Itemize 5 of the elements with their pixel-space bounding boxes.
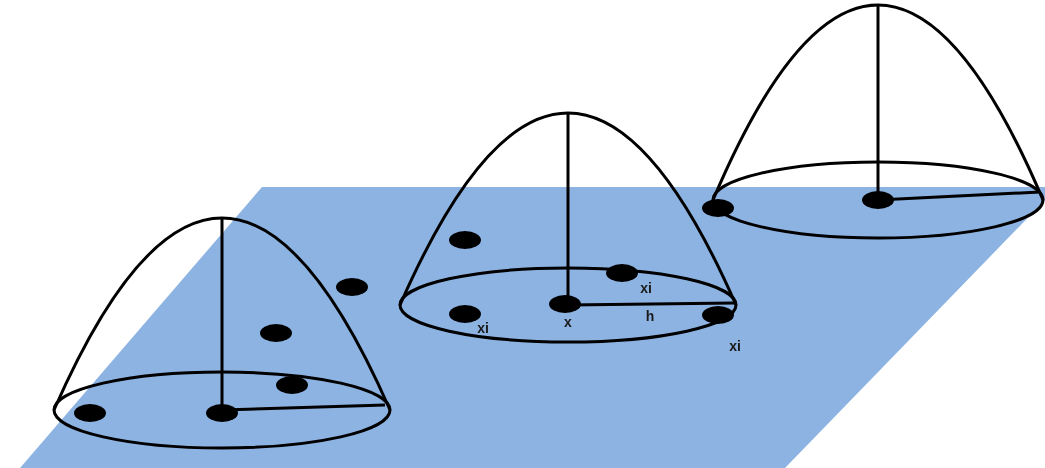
point-label: xi (477, 321, 489, 335)
bandwidth-label: h (645, 309, 655, 323)
point-label: xi (640, 281, 652, 295)
point-label: x (564, 315, 572, 329)
point-label: xi (729, 339, 741, 353)
